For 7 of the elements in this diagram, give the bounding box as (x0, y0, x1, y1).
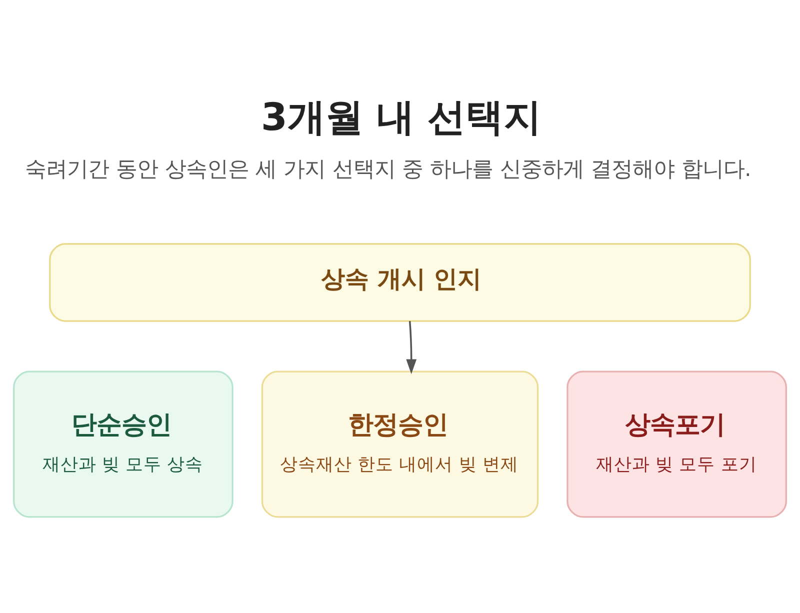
arrow (406, 321, 417, 374)
diagram-title: 3개월 내 선택지 (260, 95, 542, 140)
node-box: 상속포기 재산과 빚 모두 포기 (566, 370, 787, 518)
node-box: 한정승인 상속재산 한도 내에서 빚 변제 (261, 370, 539, 518)
node-box: 상속 개시 인지 (49, 243, 751, 322)
label: 숙려기간 동안 상속인은 세 가지 선택지 중 하나를 신중하게 결정해야 합니다. (25, 156, 752, 182)
node-box: 단순승인 재산과 빚 모두 상속 (13, 370, 234, 518)
